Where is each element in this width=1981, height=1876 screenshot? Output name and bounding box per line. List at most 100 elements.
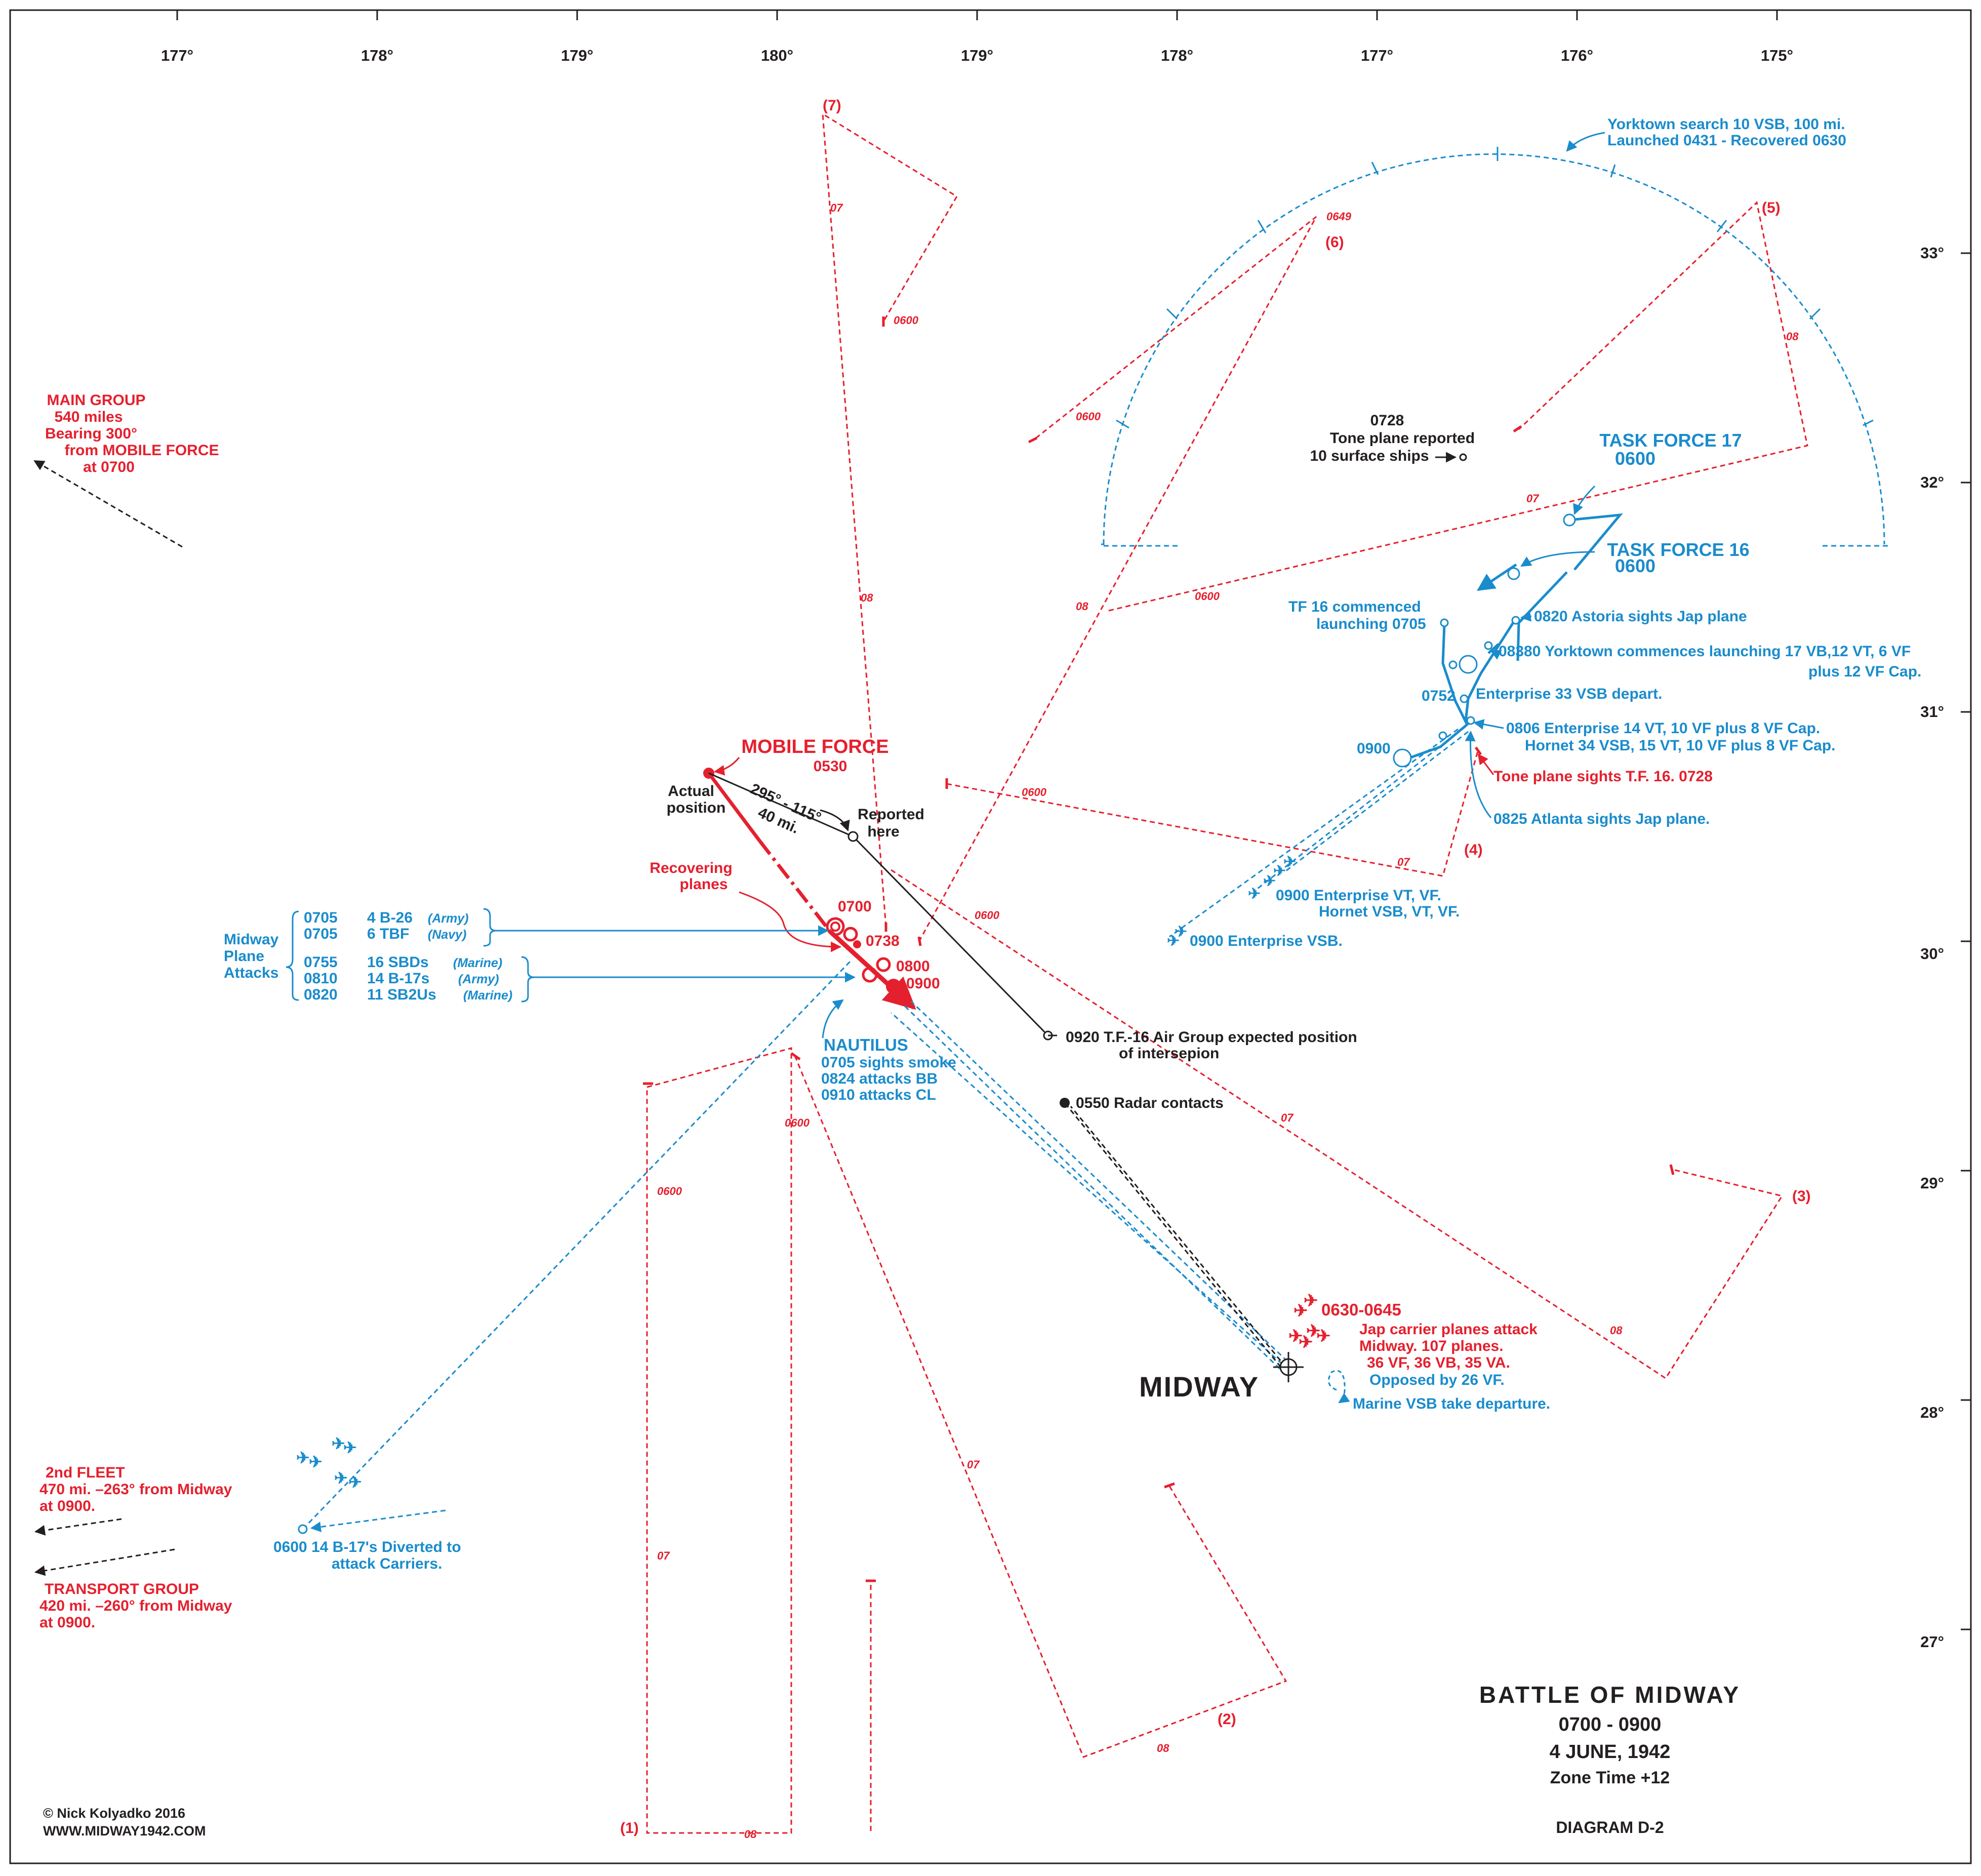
enterprise-vsb-0900-label: 0900 Enterprise VSB. [1190,933,1343,949]
tf17-time: 0600 [1615,448,1655,469]
route-time: 07 [967,1458,980,1471]
yorktown-search-label: Yorktown search 10 VSB, 100 mi. [1607,116,1845,133]
latitude-label: 32° [1920,473,1944,491]
transport-group-label: at 0900. [39,1614,95,1631]
svg-text:✈: ✈ [1316,1327,1331,1346]
svg-text:✈: ✈ [1175,924,1187,940]
attack-time: 0705 [304,909,338,926]
latitude-scale [1961,252,1971,1630]
longitude-label: 178° [361,47,393,64]
longitude-label: 177° [161,47,193,64]
svg-text:✈: ✈ [343,1439,357,1457]
latitude-label: 29° [1920,1174,1944,1192]
nautilus-line: 0824 attacks BB [821,1070,938,1087]
search-route-6 [918,216,1317,942]
mobile-time: 0738 [866,933,900,949]
yorktown-launch-label: 08380 Yorktown commences launching 17 VB… [1499,643,1911,660]
attack-time: 0705 [304,926,338,942]
b17-diverted-label: attack Carriers. [332,1555,442,1572]
us-time-label: 0752 [1422,688,1456,704]
route-time: 07 [1526,492,1540,505]
diagram-time: 0700 - 0900 [1559,1714,1662,1735]
svg-text:✈: ✈ [1167,933,1180,949]
enterprise-vsb-label: Enterprise 33 VSB depart. [1476,686,1662,702]
reported-here-label: here [867,823,899,840]
tf16-time: 0600 [1615,555,1655,576]
jap-attack-label: Jap carrier planes attack [1359,1321,1538,1338]
route-time: 0600 [1022,786,1047,799]
route-end-ticks [643,316,1675,1582]
second-fleet-label: 470 mi. –263° from Midway [39,1481,232,1498]
longitude-label: 176° [1561,47,1593,64]
tf16-launch-label: TF 16 commenced [1288,598,1421,615]
route-time: 0649 [1326,210,1352,223]
main-group-label: MAIN GROUP [47,392,146,409]
route-time: 07 [1397,856,1410,868]
latitude-label: 31° [1920,703,1944,721]
us-task-force-tracks [1404,513,1623,761]
route-time: 08 [1076,600,1088,613]
svg-text:✈: ✈ [1304,1291,1318,1310]
tf16-expected-label: of intersepion [1119,1045,1219,1062]
latitude-label: 27° [1920,1633,1944,1651]
route-time: 0600 [1195,590,1220,603]
tf16-expected-label: 0920 T.F.-16 Air Group expected position [1066,1029,1357,1046]
longitude-label: 175° [1761,47,1793,64]
attack-service: (Marine) [453,956,502,970]
svg-text:✈: ✈ [309,1453,322,1471]
midway-attacks-list: 0705 4 B-26 (Army) 0705 6 TBF (Navy) 075… [304,909,512,1003]
route-time: 0600 [785,1116,810,1129]
mobile-time: 0900 [906,975,940,992]
mobile-time: 0700 [838,898,872,915]
route-time: 08 [861,591,873,604]
nautilus-line: 0910 attacks CL [821,1087,936,1103]
transport-group-label: 420 mi. –260° from Midway [39,1598,232,1614]
svg-text:✈: ✈ [1293,1301,1308,1321]
attack-service: (Army) [458,972,499,986]
route-time: 0600 [894,314,919,327]
japanese-search-routes [646,112,1808,1834]
search-route-5 [1108,201,1808,612]
main-group-label: Bearing 300° [45,425,137,442]
second-fleet-label: at 0900. [39,1498,95,1514]
svg-text:✈: ✈ [1288,1327,1303,1346]
enterprise-vt-label: Hornet VSB, VT, VF. [1319,903,1460,920]
route-time: 0600 [1076,410,1101,423]
jap-attack-label: Midway. 107 planes. [1359,1338,1504,1354]
mobile-force-time: 0530 [814,758,847,775]
attack-unit: 14 B-17s [367,970,429,987]
attacks-title-line: Plane [224,948,264,965]
route-time: 0600 [975,909,1000,922]
mobile-force-label: MOBILE FORCE [741,736,888,757]
yorktown-search-arc [1101,132,1888,547]
attack-unit: 16 SBDs [367,954,429,971]
longitude-label: 179° [561,47,593,64]
longitude-label: 177° [1361,47,1393,64]
route-time: 08 [1157,1742,1169,1754]
route-time: 08 [1610,1324,1623,1337]
attack-service: (Navy) [428,928,466,942]
radar-label: 0550 Radar contacts [1076,1095,1224,1111]
tf16-launch-label: launching 0705 [1316,616,1426,632]
atlanta-label: 0825 Atlanta sights Jap plane. [1493,811,1710,827]
latitude-label: 30° [1920,945,1944,963]
reported-position-line [708,772,1057,1041]
route-time: 07 [1281,1111,1294,1124]
main-group-label: 540 miles [54,409,123,425]
second-fleet-label: 2nd FLEET [46,1464,125,1481]
svg-text:✈: ✈ [1248,886,1261,902]
attacks-title-line: Attacks [224,965,278,981]
svg-text:✈: ✈ [348,1473,362,1491]
svg-text:✈: ✈ [1306,1322,1321,1341]
search-route-4 [946,749,1479,877]
attack-service: (Marine) [463,988,512,1003]
mobile-time: 0800 [896,958,930,975]
site-label: WWW.MIDWAY1942.COM [43,1823,206,1839]
route-number: (4) [1464,842,1483,858]
tone-reported-label: Tone plane reported [1330,430,1475,447]
us-strike-routes [1169,726,1469,938]
midway-attacks-title: Midway Plane Attacks [224,931,279,981]
route-time: 08 [1786,330,1799,343]
search-route-3 [891,869,1784,1380]
svg-text:✈: ✈ [1273,863,1286,880]
